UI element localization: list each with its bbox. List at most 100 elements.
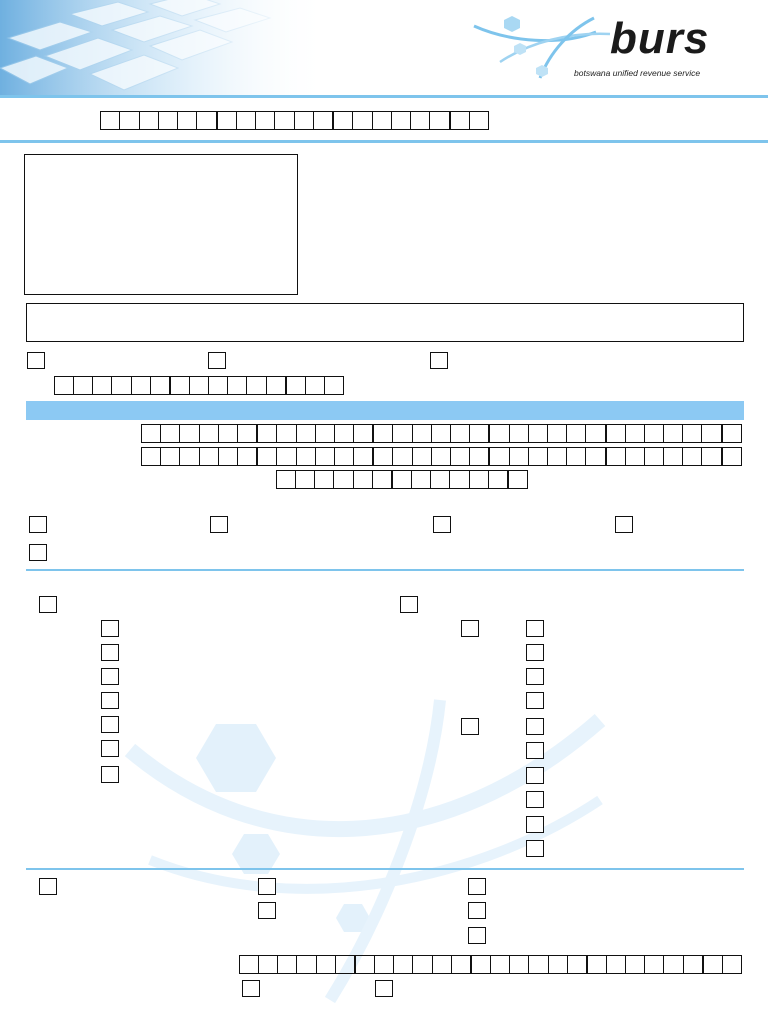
character-cell[interactable] xyxy=(142,448,162,465)
sub-option-checkbox[interactable] xyxy=(526,767,544,784)
character-cell[interactable] xyxy=(314,112,334,129)
character-cell[interactable] xyxy=(287,377,306,394)
option-checkbox[interactable] xyxy=(468,902,486,919)
character-cell[interactable] xyxy=(607,425,626,442)
character-cell[interactable] xyxy=(132,377,151,394)
character-cell[interactable] xyxy=(297,448,316,465)
character-cell[interactable] xyxy=(510,956,530,973)
character-cell[interactable] xyxy=(275,112,295,129)
character-cell[interactable] xyxy=(200,425,219,442)
character-cell[interactable] xyxy=(529,425,548,442)
character-cell[interactable] xyxy=(411,112,431,129)
reference-number-field[interactable] xyxy=(100,111,489,130)
character-cell[interactable] xyxy=(277,471,297,488)
option-checkbox[interactable] xyxy=(39,878,57,895)
sub-option-checkbox[interactable] xyxy=(101,620,119,637)
character-cell[interactable] xyxy=(142,425,162,442)
character-cell[interactable] xyxy=(529,448,548,465)
sub-option-checkbox[interactable] xyxy=(101,740,119,757)
character-cell[interactable] xyxy=(317,956,336,973)
character-cell[interactable] xyxy=(393,425,413,442)
character-cell[interactable] xyxy=(237,112,256,129)
character-cell[interactable] xyxy=(607,448,626,465)
character-cell[interactable] xyxy=(683,448,703,465)
character-cell[interactable] xyxy=(209,377,229,394)
option-checkbox[interactable] xyxy=(433,516,451,533)
sub-option-checkbox[interactable] xyxy=(101,644,119,661)
character-cell[interactable] xyxy=(259,956,279,973)
character-cell[interactable] xyxy=(702,425,723,442)
character-cell[interactable] xyxy=(586,425,607,442)
character-cell[interactable] xyxy=(334,471,354,488)
character-cell[interactable] xyxy=(93,377,113,394)
name-field[interactable] xyxy=(141,424,742,443)
character-cell[interactable] xyxy=(393,448,413,465)
option-checkbox[interactable] xyxy=(208,352,226,369)
character-cell[interactable] xyxy=(509,471,527,488)
character-cell[interactable] xyxy=(74,377,94,394)
character-cell[interactable] xyxy=(218,112,237,129)
number-field[interactable] xyxy=(54,376,344,395)
character-cell[interactable] xyxy=(723,448,741,465)
character-cell[interactable] xyxy=(296,471,316,488)
character-cell[interactable] xyxy=(354,448,375,465)
character-cell[interactable] xyxy=(373,112,392,129)
sub-option-checkbox[interactable] xyxy=(101,692,119,709)
character-cell[interactable] xyxy=(645,425,665,442)
character-cell[interactable] xyxy=(161,448,181,465)
character-cell[interactable] xyxy=(335,425,355,442)
character-cell[interactable] xyxy=(278,956,298,973)
character-cell[interactable] xyxy=(549,956,568,973)
character-cell[interactable] xyxy=(451,448,471,465)
sub-option-checkbox[interactable] xyxy=(526,791,544,808)
sub-option-checkbox[interactable] xyxy=(526,840,544,857)
sub-option-checkbox[interactable] xyxy=(101,766,119,783)
character-cell[interactable] xyxy=(373,471,393,488)
sub-option-checkbox[interactable] xyxy=(101,668,119,685)
character-cell[interactable] xyxy=(140,112,159,129)
character-cell[interactable] xyxy=(470,425,491,442)
character-cell[interactable] xyxy=(586,448,607,465)
character-cell[interactable] xyxy=(626,425,645,442)
character-cell[interactable] xyxy=(548,448,568,465)
option-checkbox[interactable] xyxy=(242,980,260,997)
option-checkbox[interactable] xyxy=(210,516,228,533)
character-cell[interactable] xyxy=(529,956,549,973)
character-cell[interactable] xyxy=(258,425,278,442)
sub-option-checkbox[interactable] xyxy=(526,692,544,709)
character-cell[interactable] xyxy=(702,448,723,465)
character-cell[interactable] xyxy=(588,956,607,973)
character-cell[interactable] xyxy=(354,425,375,442)
sub-option-checkbox[interactable] xyxy=(526,816,544,833)
character-cell[interactable] xyxy=(450,471,470,488)
character-cell[interactable] xyxy=(112,377,132,394)
sub-option-checkbox[interactable] xyxy=(101,716,119,733)
character-cell[interactable] xyxy=(664,956,684,973)
option-checkbox[interactable] xyxy=(468,927,486,944)
character-cell[interactable] xyxy=(356,956,376,973)
character-cell[interactable] xyxy=(510,448,529,465)
character-cell[interactable] xyxy=(354,471,373,488)
bank-account-field[interactable] xyxy=(239,955,742,974)
character-cell[interactable] xyxy=(374,425,394,442)
character-cell[interactable] xyxy=(219,448,238,465)
character-cell[interactable] xyxy=(430,112,451,129)
character-cell[interactable] xyxy=(510,425,529,442)
character-cell[interactable] xyxy=(171,377,190,394)
character-cell[interactable] xyxy=(178,112,198,129)
character-cell[interactable] xyxy=(489,471,509,488)
character-cell[interactable] xyxy=(433,956,452,973)
character-cell[interactable] xyxy=(297,425,316,442)
character-cell[interactable] xyxy=(452,956,472,973)
character-cell[interactable] xyxy=(392,112,411,129)
character-cell[interactable] xyxy=(683,425,703,442)
character-cell[interactable] xyxy=(277,448,297,465)
id-number-field[interactable] xyxy=(276,470,528,489)
character-cell[interactable] xyxy=(151,377,171,394)
name-field-line-2[interactable] xyxy=(141,447,742,466)
character-cell[interactable] xyxy=(413,448,432,465)
sub-option-checkbox[interactable] xyxy=(526,668,544,685)
character-cell[interactable] xyxy=(490,448,510,465)
character-cell[interactable] xyxy=(238,425,259,442)
character-cell[interactable] xyxy=(645,956,665,973)
